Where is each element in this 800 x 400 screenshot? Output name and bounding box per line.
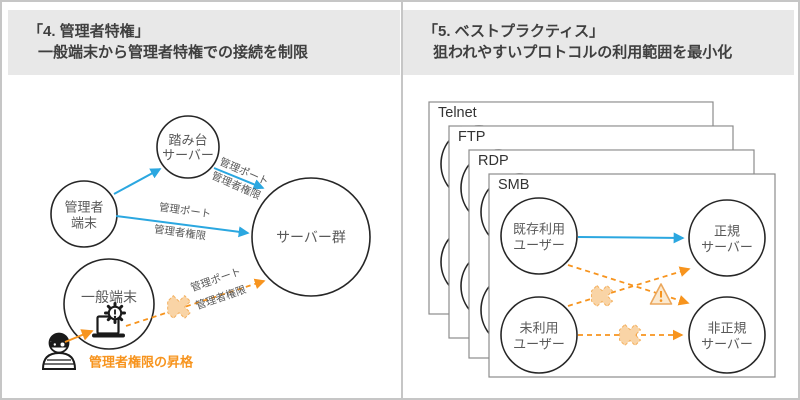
left-diagram: 踏み台 サーバー 管理者 端末 一般端末 サーバー群 管理ポート 管理者権限 管… bbox=[41, 115, 371, 370]
server-group-label: サーバー群 bbox=[276, 229, 346, 245]
right-diagram: Telnet FTP RDP SMB 既存利用 bbox=[428, 101, 776, 378]
admin-terminal-node bbox=[50, 180, 118, 248]
laptop-icon bbox=[92, 315, 125, 338]
edge-label-port-admin: 管理ポート bbox=[158, 200, 212, 220]
rogue-server-label-1: 非正規 bbox=[707, 321, 746, 336]
left-panel-title: 「4. 管理者特権」 bbox=[28, 23, 150, 40]
legit-server-label-2: サーバー bbox=[701, 240, 753, 255]
arrow-unused-to-legit-blocked bbox=[567, 266, 691, 307]
right-panel-subtitle: 狙われやすいプロトコルの利用範囲を最小化 bbox=[433, 44, 733, 61]
blocked-x-icon bbox=[619, 323, 642, 347]
bastion-server-node bbox=[156, 115, 220, 179]
arrow-admin-to-bastion bbox=[113, 168, 162, 195]
escalation-label: 管理者権限の昇格 bbox=[89, 355, 194, 370]
admin-terminal-label-1: 管理者 bbox=[64, 200, 103, 215]
panel-divider bbox=[401, 2, 403, 398]
existing-users-node bbox=[500, 197, 578, 275]
blocked-x-icon bbox=[591, 284, 614, 308]
bastion-server-label-1: 踏み台 bbox=[168, 133, 207, 148]
edge-label-priv-admin: 管理者権限 bbox=[153, 222, 207, 242]
gear-alert-icon bbox=[104, 302, 126, 324]
arrow-admin-to-servers bbox=[115, 215, 250, 238]
card-label-smb: SMB bbox=[498, 177, 529, 193]
server-group-node bbox=[251, 177, 371, 297]
arrow-general-to-servers-blocked bbox=[125, 278, 266, 327]
arrow-bastion-to-servers bbox=[213, 167, 265, 190]
unused-users-node bbox=[500, 296, 578, 374]
warning-triangle-icon bbox=[649, 283, 673, 305]
rogue-server-node bbox=[688, 296, 766, 374]
right-panel-title: 「5. ベストプラクティス」 bbox=[423, 23, 605, 40]
legit-server-label-1: 正規 bbox=[714, 224, 740, 239]
bastion-server-label-2: サーバー bbox=[162, 148, 214, 163]
unused-users-label-2: ユーザー bbox=[513, 337, 565, 352]
general-terminal-label: 一般端末 bbox=[81, 289, 137, 305]
card-label-rdp: RDP bbox=[478, 153, 509, 169]
rogue-server-label-2: サーバー bbox=[701, 337, 753, 352]
legit-server-node bbox=[688, 199, 766, 277]
protocol-card-smb: SMB 既存利用 ユーザー 正規 サーバー 未利用 ユーザー 非正規 サーバー bbox=[488, 173, 776, 378]
unused-users-label-1: 未利用 bbox=[519, 321, 558, 336]
right-panel-header: 「5. ベストプラクティス」 狙われやすいプロトコルの利用範囲を最小化 bbox=[403, 10, 794, 75]
blocked-x-icon bbox=[167, 294, 192, 320]
arrow-escalation bbox=[64, 329, 94, 343]
hacker-icon bbox=[41, 332, 77, 370]
arrow-existing-to-legit bbox=[577, 232, 685, 244]
existing-users-label-1: 既存利用 bbox=[513, 222, 565, 237]
existing-users-label-2: ユーザー bbox=[513, 238, 565, 253]
card-label-telnet: Telnet bbox=[438, 105, 477, 121]
general-terminal-node bbox=[63, 258, 155, 350]
admin-terminal-label-2: 端末 bbox=[71, 216, 97, 231]
card-label-ftp: FTP bbox=[458, 129, 485, 145]
left-panel-header: 「4. 管理者特権」 一般端末から管理者特権での接続を制限 bbox=[8, 10, 400, 75]
left-panel-subtitle: 一般端末から管理者特権での接続を制限 bbox=[38, 44, 309, 61]
arrow-existing-to-rogue-warning bbox=[567, 264, 690, 306]
